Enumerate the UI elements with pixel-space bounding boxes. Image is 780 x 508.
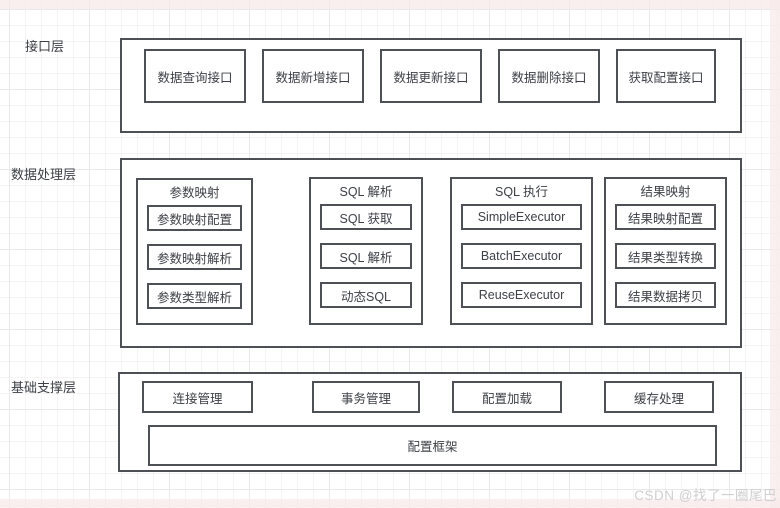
item-param-type-parse: 参数类型解析 [147, 283, 242, 309]
foundation-layer: 连接管理 事务管理 配置加载 缓存处理 配置框架 [118, 372, 742, 472]
box-get-config-api: 获取配置接口 [616, 49, 716, 103]
item-result-mapping-config: 结果映射配置 [615, 204, 716, 230]
item-param-mapping-config: 参数映射配置 [147, 205, 242, 231]
group-title: 结果映射 [640, 185, 691, 199]
item-result-data-copy: 结果数据拷贝 [615, 282, 716, 308]
box-config-framework: 配置框架 [148, 425, 717, 466]
group-sql-parsing: SQL 解析 SQL 获取 SQL 解析 动态SQL [309, 177, 423, 325]
page-edge-right [770, 0, 780, 508]
item-sql-parse: SQL 解析 [320, 243, 412, 269]
item-sql-fetch: SQL 获取 [320, 204, 412, 230]
processing-layer: 参数映射 参数映射配置 参数映射解析 参数类型解析 SQL 解析 SQL 获取 … [120, 158, 742, 348]
layer-label-foundation: 基础支撑层 [11, 380, 77, 395]
box-data-update-api: 数据更新接口 [380, 49, 482, 103]
item-simple-executor: SimpleExecutor [461, 204, 582, 230]
box-config-loading: 配置加载 [452, 381, 562, 413]
group-title: 参数映射 [169, 186, 220, 200]
group-param-mapping: 参数映射 参数映射配置 参数映射解析 参数类型解析 [136, 178, 253, 325]
box-data-delete-api: 数据删除接口 [498, 49, 600, 103]
item-result-type-convert: 结果类型转换 [615, 243, 716, 269]
box-connection-mgmt: 连接管理 [142, 381, 253, 413]
item-dynamic-sql: 动态SQL [320, 282, 412, 308]
layer-label-processing: 数据处理层 [11, 167, 77, 182]
group-sql-execution: SQL 执行 SimpleExecutor BatchExecutor Reus… [450, 177, 593, 325]
group-title: SQL 解析 [339, 185, 393, 199]
csdn-watermark: CSDN @找了一圈尾巴 [634, 488, 777, 503]
box-data-query-api: 数据查询接口 [144, 49, 246, 103]
item-param-mapping-parse: 参数映射解析 [147, 244, 242, 270]
group-result-mapping: 结果映射 结果映射配置 结果类型转换 结果数据拷贝 [604, 177, 727, 325]
group-title: SQL 执行 [494, 185, 549, 199]
box-data-insert-api: 数据新增接口 [262, 49, 364, 103]
page-edge-top [0, 0, 780, 9]
box-transaction-mgmt: 事务管理 [312, 381, 420, 413]
item-batch-executor: BatchExecutor [461, 243, 582, 269]
item-reuse-executor: ReuseExecutor [461, 282, 582, 308]
box-cache-handling: 缓存处理 [604, 381, 714, 413]
interface-layer: 数据查询接口 数据新增接口 数据更新接口 数据删除接口 获取配置接口 [120, 38, 742, 133]
layer-label-interface: 接口层 [25, 39, 65, 54]
